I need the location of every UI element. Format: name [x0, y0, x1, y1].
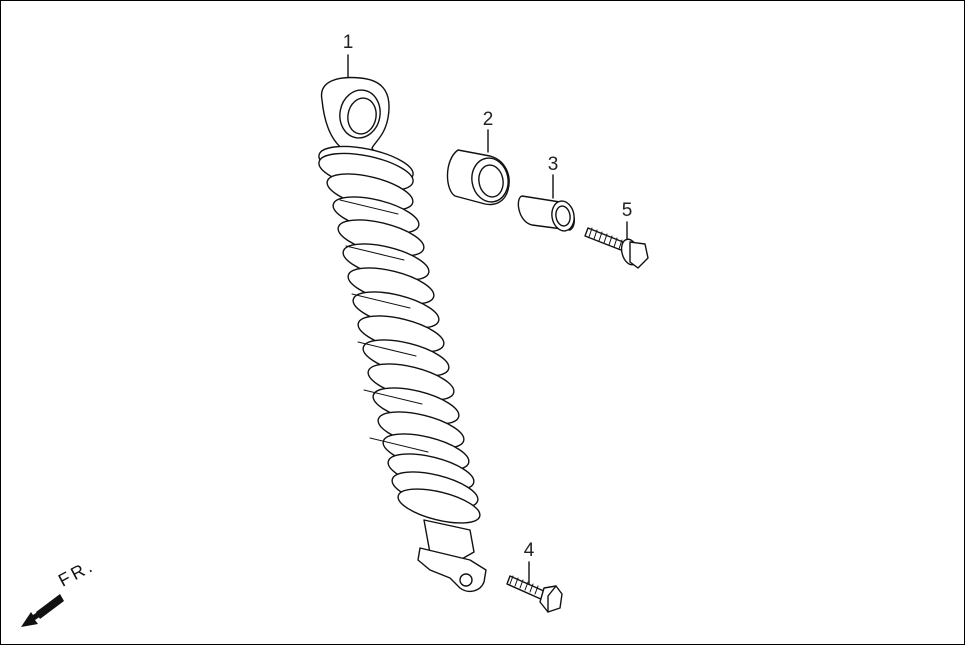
callout-5: 5 — [621, 200, 633, 221]
bushing-part — [446, 129, 510, 206]
callout-1: 1 — [342, 32, 354, 53]
hex-bolt-part — [506, 561, 563, 613]
callout-3: 3 — [547, 154, 559, 175]
collar-part — [517, 174, 576, 232]
flange-bolt-part — [584, 221, 649, 269]
callout-2: 2 — [482, 109, 494, 130]
arrow-down-left-icon — [21, 594, 64, 627]
callout-4: 4 — [523, 540, 535, 561]
shock-absorber-part — [318, 54, 487, 593]
